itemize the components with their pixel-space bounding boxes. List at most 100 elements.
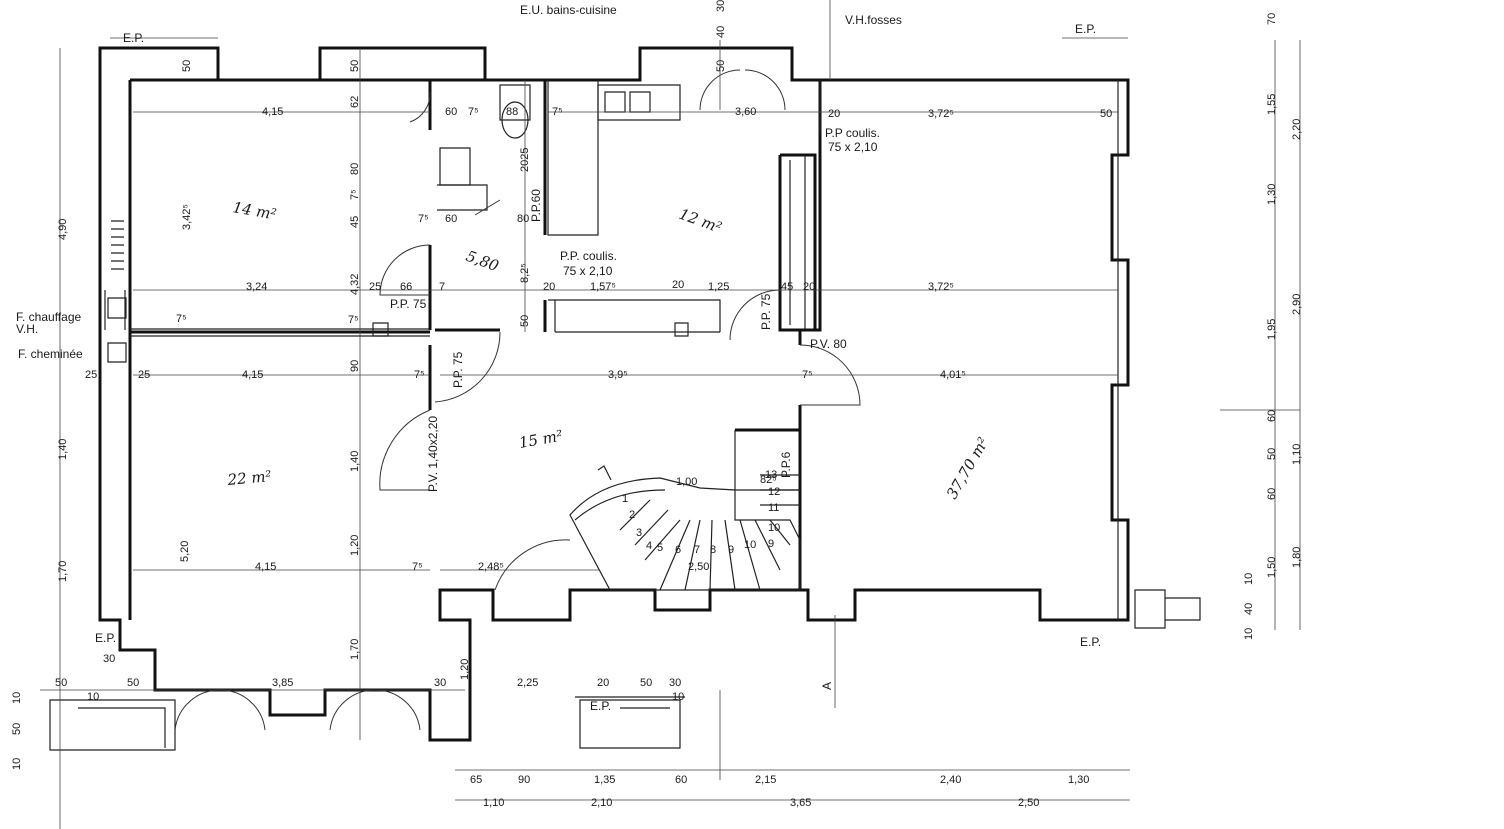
stair-step-number: 7 bbox=[694, 544, 700, 556]
pp75-label-b: P.P. 75 bbox=[451, 351, 465, 388]
dim-text: 7⁵ bbox=[468, 106, 479, 118]
area-bath: 5,80 bbox=[464, 247, 502, 275]
dim-text: 60 bbox=[1266, 488, 1278, 500]
dim-text: 2,40 bbox=[940, 774, 961, 786]
pv140-label: P.V. 1,40x2,20 bbox=[426, 416, 440, 492]
ep-bottom-right: E.P. bbox=[1080, 635, 1101, 649]
dim-text: 8,2⁵ bbox=[519, 263, 531, 283]
dim-text: 50 bbox=[1266, 448, 1278, 460]
dim-text: 1,50 bbox=[1266, 557, 1278, 578]
dim-text: 7⁵ bbox=[412, 561, 423, 573]
dim-text: 20 bbox=[828, 108, 840, 120]
area-living-right: 37,70 m² bbox=[943, 434, 993, 502]
dim-text: 80 bbox=[349, 163, 361, 175]
dim-text: 7⁵ bbox=[414, 369, 425, 381]
dim-text: 2,48⁵ bbox=[478, 561, 504, 573]
section-marker-a: A bbox=[820, 682, 834, 690]
dim-text: 1,10 bbox=[483, 797, 504, 809]
dim-text: 30 bbox=[669, 677, 681, 689]
pp6-label: P.P.6 bbox=[779, 451, 793, 478]
dim-text: 3,72⁵ bbox=[928, 108, 954, 120]
dim-text: 4,15 bbox=[255, 561, 276, 573]
dim-text: 4,15 bbox=[242, 369, 263, 381]
staircase bbox=[569, 465, 801, 591]
dim-text: 2,25 bbox=[517, 677, 538, 689]
bottom-dim-row-1: 65 90 1,35 60 2,15 2,40 1,30 bbox=[470, 774, 1089, 786]
dim-text: 2,50 bbox=[1018, 797, 1039, 809]
dim-text: 25 bbox=[369, 281, 381, 293]
dim-text: 3,9⁵ bbox=[608, 369, 628, 381]
dim-text: 10 bbox=[11, 758, 23, 770]
dim-text: 4,32 bbox=[349, 274, 361, 295]
dim-text: 20 bbox=[543, 281, 555, 293]
pp75-label-c: P.P. 75 bbox=[759, 293, 773, 330]
dim-text: 1,20 bbox=[349, 535, 361, 556]
dim-text: 25 bbox=[138, 369, 150, 381]
ep-bottom-center: E.P. bbox=[590, 699, 611, 713]
stair-step-number: 10 bbox=[744, 539, 756, 551]
dim-text: 20 bbox=[597, 677, 609, 689]
dim-text: 3,60 bbox=[735, 106, 756, 118]
inner-walls bbox=[107, 80, 822, 590]
stair-step-number: 9 bbox=[728, 544, 734, 556]
room-areas: 14 m² 12 m² 5,80 15 m² 22 m² 37,70 m² bbox=[226, 198, 993, 502]
area-hall: 15 m² bbox=[518, 427, 565, 452]
bottom-dimensions: 30 50 10 50 3,85 30 1,20 2,25 20 50 30 1… bbox=[55, 653, 684, 703]
dim-text: 45 bbox=[781, 281, 793, 293]
dim-text: 3,85 bbox=[272, 677, 293, 689]
dim-text: 1,35 bbox=[594, 774, 615, 786]
dim-text: 10 bbox=[11, 692, 23, 704]
dim-text: 2,90 bbox=[1291, 294, 1303, 315]
dim-text: 50 bbox=[127, 677, 139, 689]
dim-text: 3,24 bbox=[246, 281, 267, 293]
dim-text: 30 bbox=[434, 677, 446, 689]
dim-text: 50 bbox=[715, 60, 727, 72]
dim-text: 30 bbox=[103, 653, 115, 665]
stair-step-number: 4 bbox=[646, 540, 652, 552]
dim-text: 1,10 bbox=[1291, 444, 1303, 465]
stair-step-number: 2 bbox=[629, 509, 635, 521]
dim-text: 2,10 bbox=[591, 797, 612, 809]
dim-text: 2,50 bbox=[688, 561, 709, 573]
stair-step-number: 9 bbox=[768, 538, 774, 550]
dim-text: 1,40 bbox=[349, 451, 361, 472]
stair-numbers: 1 2 3 4 5 6 7 8 9 10 9 10 11 12 13 bbox=[622, 469, 780, 556]
f-cheminee-label: F. cheminée bbox=[18, 347, 83, 361]
dim-text: 25 bbox=[85, 369, 97, 381]
dim-text: 2,20 bbox=[1291, 119, 1303, 140]
dim-text: 50 bbox=[1100, 108, 1112, 120]
dim-text: 7⁵ bbox=[176, 313, 187, 325]
dim-text: 1,40 bbox=[57, 439, 69, 460]
dim-text: 1,70 bbox=[349, 639, 361, 660]
vh-fosses-label: V.H.fosses bbox=[845, 13, 902, 27]
dim-text: 50 bbox=[640, 677, 652, 689]
dim-text: 7 bbox=[439, 281, 445, 293]
dim-text: 1,95 bbox=[1266, 319, 1278, 340]
dim-text: 65 bbox=[470, 774, 482, 786]
dim-text: 60 bbox=[675, 774, 687, 786]
dim-text: 60 bbox=[445, 213, 457, 225]
dim-text: 3,65 bbox=[790, 797, 811, 809]
dim-text: 1,30 bbox=[1068, 774, 1089, 786]
dim-text: 1,00 bbox=[676, 476, 697, 488]
stair-step-number: 3 bbox=[636, 527, 642, 539]
annotations: E.P. E.P. E.P. E.P. E.P. E.U. bains-cuis… bbox=[16, 3, 1101, 713]
dim-text: 7⁵ bbox=[552, 106, 563, 118]
dim-text: 1,25 bbox=[708, 281, 729, 293]
dim-text: 88 bbox=[506, 106, 518, 118]
ep-bottom-left: E.P. bbox=[95, 631, 116, 645]
dim-text: 50 bbox=[349, 60, 361, 72]
pp-coulis-2-label: P.P coulis. bbox=[825, 126, 880, 140]
dim-text: 90 bbox=[518, 774, 530, 786]
pv80-label: P.V. 80 bbox=[810, 337, 847, 351]
outer-walls bbox=[49, 46, 1201, 751]
dim-text: 60 bbox=[1266, 410, 1278, 422]
dim-text: 30 bbox=[715, 0, 727, 12]
ep-top-right: E.P. bbox=[1075, 22, 1096, 36]
dim-text: 3,42⁵ bbox=[181, 204, 193, 230]
dim-text: 20 bbox=[803, 281, 815, 293]
dim-text: 7⁵ bbox=[349, 189, 361, 200]
dim-text: 1,20 bbox=[459, 659, 471, 680]
dim-text: 82⁵ bbox=[760, 474, 777, 486]
